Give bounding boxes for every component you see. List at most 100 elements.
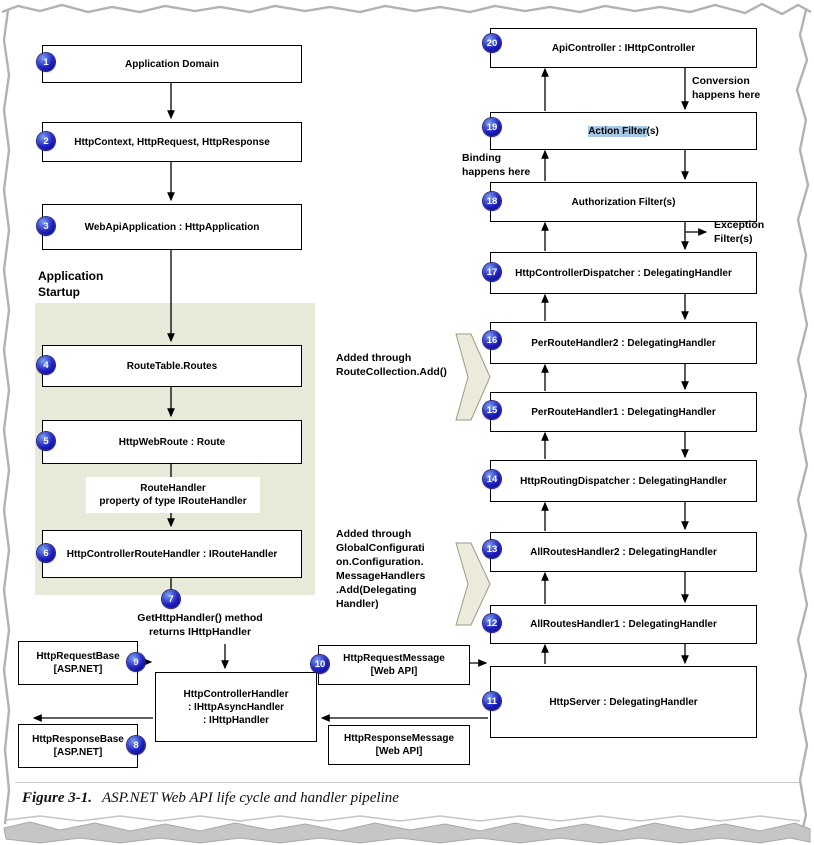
box-label: Authorization Filter(s): [571, 196, 676, 208]
box-apicontroller: ApiController : IHttpController: [490, 28, 757, 68]
box-label: [Web API]: [375, 746, 423, 757]
box-label: Action Filter(s): [588, 125, 659, 138]
box-label: HttpRoutingDispatcher : DelegatingHandle…: [520, 475, 727, 487]
label-line: RouteCollection.Add(): [336, 366, 447, 378]
step-badge-19: 19: [483, 118, 501, 136]
box-label: PerRouteHandler2 : DelegatingHandler: [531, 337, 716, 349]
label-line: MessageHandlers: [336, 570, 426, 582]
box-httpcontrollerdispatcher: HttpControllerDispatcher : DelegatingHan…: [490, 252, 757, 294]
label-conversion: Conversion happens here: [692, 74, 782, 102]
box-label: AllRoutesHandler2 : DelegatingHandler: [530, 546, 717, 558]
selected-text: Action Filter: [588, 125, 647, 137]
box-label: RouteTable.Routes: [126, 360, 218, 372]
label-line: Filter(s): [714, 233, 753, 245]
label-line: happens here: [692, 89, 761, 101]
box-label: [ASP.NET]: [53, 747, 103, 758]
figure-caption-text: ASP.NET Web API life cycle and handler p…: [102, 790, 399, 806]
box-httpresponsebase: HttpResponseBase [ASP.NET]: [18, 724, 138, 768]
step-badge-11: 11: [483, 692, 501, 710]
note-line: returns IHttpHandler: [148, 626, 252, 638]
box-label: HttpContext, HttpRequest, HttpResponse: [74, 136, 270, 148]
block-arrow-route-collection: [455, 333, 491, 421]
note-routehandler: RouteHandler property of type IRouteHand…: [86, 477, 260, 513]
label-line: Handler): [336, 598, 379, 610]
caption-divider: [15, 782, 799, 783]
box-label: HttpRequestBase: [36, 651, 120, 662]
box-application-domain: Application Domain: [42, 45, 302, 83]
label-global-configuration-add: Added through GlobalConfigurati on.Confi…: [336, 527, 456, 611]
note-gethttphandler: GetHttpHandler() method returns IHttpHan…: [110, 611, 290, 639]
note-line: GetHttpHandler() method: [137, 612, 263, 624]
label-exception-filters: Exception Filter(s): [714, 218, 794, 246]
label-line: on.Configuration.: [336, 556, 424, 568]
step-badge-16: 16: [483, 331, 501, 349]
step-badge-13: 13: [483, 540, 501, 558]
box-label: HttpServer : DelegatingHandler: [549, 696, 698, 708]
torn-edge-left: [2, 9, 11, 825]
box-label: HttpResponseMessage: [343, 733, 455, 744]
torn-edge-bottom-band: [3, 821, 811, 844]
label-line: Binding: [462, 152, 502, 164]
box-httproutingdispatcher: HttpRoutingDispatcher : DelegatingHandle…: [490, 460, 757, 502]
step-badge-5: 5: [37, 432, 55, 450]
box-allrouteshandler1: AllRoutesHandler1 : DelegatingHandler: [490, 605, 757, 644]
label-route-collection-add: Added through RouteCollection.Add(): [336, 351, 461, 379]
label-line: .Add(Delegating: [336, 584, 417, 596]
box-label: HttpWebRoute : Route: [118, 436, 226, 448]
figure-caption-label: Figure 3-1.: [22, 790, 93, 806]
box-httpresponsemessage: HttpResponseMessage [Web API]: [328, 725, 470, 765]
block-arrow-global-config: [455, 542, 491, 626]
box-label: Application Domain: [125, 58, 219, 70]
step-badge-15: 15: [483, 401, 501, 419]
step-badge-10: 10: [311, 655, 329, 673]
box-httpserver: HttpServer : DelegatingHandler: [490, 666, 757, 738]
step-badge-9: 9: [127, 653, 145, 671]
box-label: : IHttpHandler: [202, 714, 270, 726]
label-application-startup: Application Startup: [38, 268, 103, 300]
step-badge-17: 17: [483, 263, 501, 281]
box-webapiapplication: WebApiApplication : HttpApplication: [42, 204, 302, 250]
box-routetable-routes: RouteTable.Routes: [42, 345, 302, 387]
torn-edge-bottom-inner: [5, 815, 801, 822]
box-label: : IHttpAsyncHandler: [187, 701, 285, 713]
label-line: Startup: [38, 285, 80, 299]
note-line: property of type IRouteHandler: [99, 496, 247, 507]
box-httpcontrollerroutehandler: HttpControllerRouteHandler : IRouteHandl…: [42, 530, 302, 578]
box-httprequestbase: HttpRequestBase [ASP.NET]: [18, 641, 138, 685]
step-badge-12: 12: [483, 614, 501, 632]
label-line: Exception: [714, 219, 765, 231]
step-badge-20: 20: [483, 34, 501, 52]
figure-caption: Figure 3-1. ASP.NET Web API life cycle an…: [22, 790, 399, 807]
step-badge-1: 1: [37, 53, 55, 71]
box-perroutehandler1: PerRouteHandler1 : DelegatingHandler: [490, 392, 757, 432]
box-label: HttpControllerHandler: [183, 688, 289, 700]
box-label: ApiController : IHttpController: [551, 42, 696, 54]
note-line: RouteHandler: [140, 483, 206, 494]
step-badge-6: 6: [37, 544, 55, 562]
step-badge-7: 7: [162, 590, 180, 608]
box-label: [ASP.NET]: [53, 664, 103, 675]
box-label: HttpControllerRouteHandler : IRouteHandl…: [66, 548, 278, 560]
step-badge-8: 8: [127, 736, 145, 754]
label-line: Conversion: [692, 75, 750, 87]
box-label: HttpRequestMessage: [343, 653, 445, 664]
torn-edge-top: [1, 2, 812, 16]
torn-edge-right: [795, 9, 810, 837]
step-badge-18: 18: [483, 192, 501, 210]
step-badge-2: 2: [37, 132, 55, 150]
box-authorization-filters: Authorization Filter(s): [490, 182, 757, 222]
label-line: Added through: [336, 352, 412, 364]
box-allrouteshandler2: AllRoutesHandler2 : DelegatingHandler: [490, 532, 757, 572]
step-badge-4: 4: [37, 356, 55, 374]
label-binding: Binding happens here: [462, 151, 547, 179]
box-label: HttpControllerDispatcher : DelegatingHan…: [515, 267, 732, 279]
box-label: PerRouteHandler1 : DelegatingHandler: [531, 406, 716, 418]
label-line: Application: [38, 269, 104, 283]
box-httprequestmessage: HttpRequestMessage [Web API]: [318, 645, 470, 685]
box-action-filters: Action Filter(s): [490, 112, 757, 150]
step-badge-3: 3: [37, 217, 55, 235]
box-perroutehandler2: PerRouteHandler2 : DelegatingHandler: [490, 322, 757, 364]
label-line: happens here: [462, 166, 531, 178]
